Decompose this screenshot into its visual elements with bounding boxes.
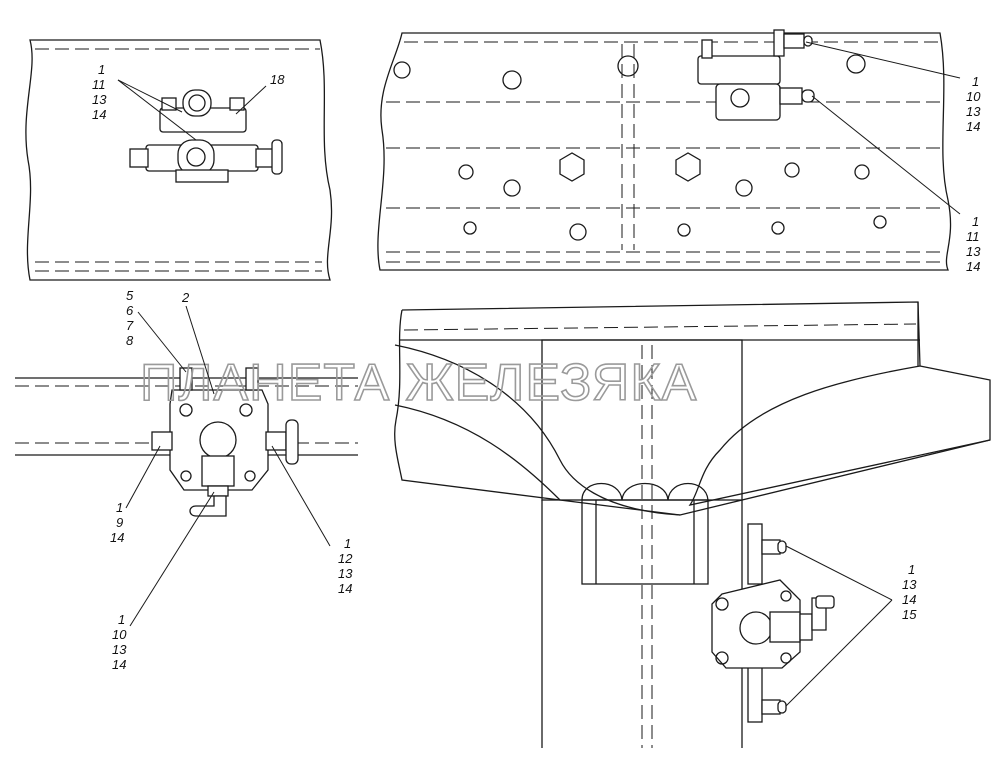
callout-2: 2: [181, 290, 190, 305]
callout-1: 1: [116, 500, 123, 515]
callout-1: 1: [908, 562, 915, 577]
callout-14: 14: [338, 581, 352, 596]
callout-14: 14: [902, 592, 916, 607]
callout-13: 13: [338, 566, 353, 581]
callout-13: 13: [966, 244, 981, 259]
callout-5: 5: [126, 288, 134, 303]
callout-8: 8: [126, 333, 134, 348]
callout-9: 9: [116, 515, 123, 530]
callout-13: 13: [92, 92, 107, 107]
callout-1: 1: [98, 62, 105, 77]
top-left-view: [25, 39, 333, 281]
callout-10: 10: [966, 89, 981, 104]
callout-7: 7: [126, 318, 134, 333]
callout-14: 14: [966, 119, 980, 134]
callout-1: 1: [118, 612, 125, 627]
callout-14: 14: [112, 657, 126, 672]
bottom-left-view: [15, 367, 358, 517]
callout-10: 10: [112, 627, 127, 642]
callout-6: 6: [126, 303, 134, 318]
callouts-bottom-left: 5 6 7 8 2 1 9 14 1 12 13 14 1 10 13 14: [110, 288, 353, 672]
top-right-view: [377, 29, 952, 271]
callouts-bottom-right: 1 13 14 15: [902, 562, 917, 622]
callout-15: 15: [902, 607, 917, 622]
callout-13: 13: [966, 104, 981, 119]
callout-11: 11: [966, 229, 980, 244]
callout-1: 1: [344, 536, 351, 551]
callouts-top-right: 1 10 13 14 1 11 13 14: [966, 74, 981, 274]
callout-12: 12: [338, 551, 353, 566]
leader-lines: [117, 41, 961, 707]
watermark-text: ПЛАНЕТА ЖЕЛЕЗЯКА: [140, 354, 697, 412]
callout-14: 14: [110, 530, 124, 545]
callout-14: 14: [966, 259, 980, 274]
callout-13: 13: [112, 642, 127, 657]
callout-14: 14: [92, 107, 106, 122]
bottom-right-view: [394, 301, 991, 748]
callout-13: 13: [902, 577, 917, 592]
callout-11: 11: [92, 77, 106, 92]
callout-1: 1: [972, 214, 979, 229]
callout-18: 18: [270, 72, 285, 87]
callouts-top-left: 1 11 13 14 18: [92, 62, 285, 122]
callout-1: 1: [972, 74, 979, 89]
